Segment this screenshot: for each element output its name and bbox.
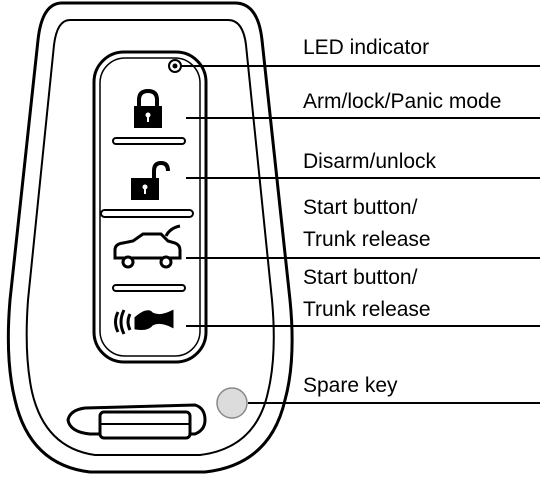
callout-label-start-1-line1: Start button/ bbox=[303, 196, 418, 219]
callout-label-start-2-line2: Trunk release bbox=[303, 298, 431, 321]
spare-key-button[interactable] bbox=[216, 387, 248, 419]
separator bbox=[112, 137, 186, 145]
callout-label-start-1-line2: Trunk release bbox=[303, 228, 431, 251]
separator bbox=[100, 209, 194, 218]
separator bbox=[112, 284, 186, 292]
fob-inner-body bbox=[25, 19, 275, 456]
callout-label-start-2-line1: Start button/ bbox=[303, 266, 418, 289]
unlock-icon[interactable] bbox=[131, 160, 170, 200]
horn-icon[interactable] bbox=[114, 309, 174, 335]
callout-label-unlock: Disarm/unlock bbox=[303, 150, 437, 173]
callout-label-led: LED indicator bbox=[303, 36, 430, 59]
lock-icon[interactable] bbox=[134, 88, 162, 128]
callout-label-lock: Arm/lock/Panic mode bbox=[303, 90, 502, 113]
car-trunk-icon[interactable] bbox=[113, 224, 182, 269]
led-icon bbox=[168, 59, 182, 73]
callout-lines bbox=[181, 65, 540, 404]
key-ring-slot bbox=[66, 403, 207, 440]
callout-label-spare: Spare key bbox=[303, 374, 398, 397]
